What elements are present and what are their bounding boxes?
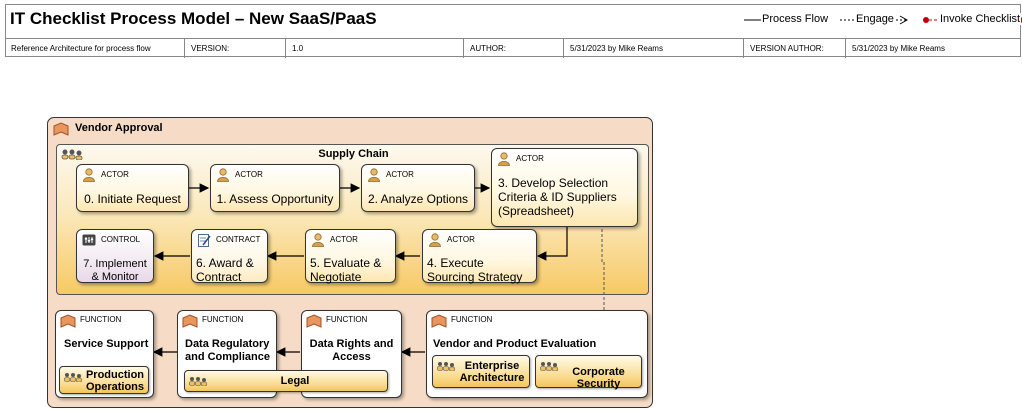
flow-3-4 — [536, 227, 568, 261]
function-icon — [60, 314, 76, 328]
actor-icon — [312, 233, 324, 247]
function-icon — [431, 314, 447, 328]
actor-icon — [83, 168, 95, 182]
vendor-approval-icon — [53, 122, 69, 136]
meta-version-author-label: VERSION AUTHOR: — [744, 39, 846, 58]
page-title: IT Checklist Process Model – New SaaS/Pa… — [10, 9, 377, 28]
header-panel: IT Checklist Process Model – New SaaS/Pa… — [5, 4, 1022, 59]
pill-corporate-security[interactable]: Corporate Security — [535, 355, 642, 390]
pill-production-operations[interactable]: Production Operations — [59, 366, 149, 394]
step-type: ACTOR — [516, 154, 544, 163]
function-vendor-product-evaluation[interactable]: FUNCTION Vendor and Product Evaluation E… — [426, 310, 648, 398]
group-icon — [437, 362, 455, 371]
function-type: FUNCTION — [202, 315, 244, 324]
supply-chain-title: Supply Chain — [318, 148, 389, 160]
group-icon — [61, 149, 83, 160]
pill-label: Corporate Security — [572, 366, 625, 390]
function-type: FUNCTION — [326, 315, 368, 324]
step-1-assess-opportunity[interactable]: ACTOR 1. Assess Opportunity — [210, 164, 340, 212]
control-icon — [82, 234, 96, 246]
step-6-award-contract[interactable]: CONTRACT 6. Award & Contract — [191, 229, 268, 284]
meta-author-value: 5/31/2023 by Mike Reams — [564, 39, 744, 58]
function-name: Data Regulatory and Compliance — [185, 338, 270, 363]
actor-icon — [429, 233, 441, 247]
step-label: 1. Assess Opportunity — [216, 192, 334, 206]
function-name: Data Rights and Access — [309, 338, 394, 363]
step-5-evaluate-negotiate[interactable]: ACTOR 5. Evaluate & Negotiate — [305, 229, 396, 284]
step-label: 4. Execute Sourcing Strategy — [427, 256, 523, 284]
step-label: 2. Analyze Options — [367, 192, 469, 206]
step-type: ACTOR — [235, 170, 263, 179]
actor-icon — [498, 152, 510, 166]
function-service-support[interactable]: FUNCTION Service Support Production Oper… — [55, 310, 154, 398]
pill-label: Production Operations — [85, 369, 145, 393]
step-label: 7. Implement & Monitor — [83, 258, 147, 283]
pill-label: Enterprise Architecture — [459, 360, 525, 384]
vendor-approval-title: Vendor Approval — [75, 122, 163, 134]
actor-icon — [368, 168, 380, 182]
pill-label: Legal — [280, 375, 310, 387]
function-icon — [306, 314, 322, 328]
engage-connector — [602, 229, 604, 355]
group-icon — [189, 377, 207, 386]
function-type: FUNCTION — [451, 315, 493, 324]
step-label: 3. Develop Selection Criteria & ID Suppl… — [498, 176, 617, 218]
meta-author-label: AUTHOR: — [464, 39, 564, 58]
step-label: 6. Award & Contract — [196, 256, 254, 284]
step-type: ACTOR — [447, 235, 475, 244]
actor-icon — [217, 168, 229, 182]
contract-icon — [198, 234, 211, 247]
legend: Process Flow Engage Invoke Checklist — [744, 13, 1022, 27]
meta-row: Reference Architecture for process flow … — [5, 38, 1021, 59]
step-label: 0. Initiate Request — [84, 192, 181, 206]
function-name: Vendor and Product Evaluation — [433, 338, 597, 350]
step-type: ACTOR — [101, 170, 129, 179]
pill-legal[interactable]: Legal — [184, 370, 388, 392]
step-3-develop-selection-criteria[interactable]: ACTOR 3. Develop Selection Criteria & ID… — [491, 148, 638, 227]
step-label: 5. Evaluate & Negotiate — [310, 256, 382, 284]
step-type: CONTRACT — [216, 235, 261, 244]
function-type: FUNCTION — [80, 315, 122, 324]
step-type: ACTOR — [386, 170, 414, 179]
step-2-analyze-options[interactable]: ACTOR 2. Analyze Options — [361, 164, 475, 212]
function-icon — [182, 314, 198, 328]
step-type: ACTOR — [330, 235, 358, 244]
step-type: CONTROL — [101, 235, 141, 244]
meta-reference: Reference Architecture for process flow — [5, 39, 185, 58]
group-icon — [540, 362, 558, 371]
meta-version-author-value: 5/31/2023 by Mike Reams — [852, 44, 945, 53]
meta-version-label: VERSION: — [185, 39, 286, 58]
pill-enterprise-architecture[interactable]: Enterprise Architecture — [432, 355, 530, 388]
meta-version-value: 1.0 — [286, 39, 464, 58]
step-4-execute-sourcing-strategy[interactable]: ACTOR 4. Execute Sourcing Strategy — [422, 229, 537, 284]
function-name: Service Support — [64, 338, 149, 350]
step-7-implement-monitor[interactable]: CONTROL 7. Implement & Monitor — [76, 229, 154, 283]
step-0-initiate-request[interactable]: ACTOR 0. Initiate Request — [76, 164, 189, 212]
group-icon — [64, 373, 82, 382]
